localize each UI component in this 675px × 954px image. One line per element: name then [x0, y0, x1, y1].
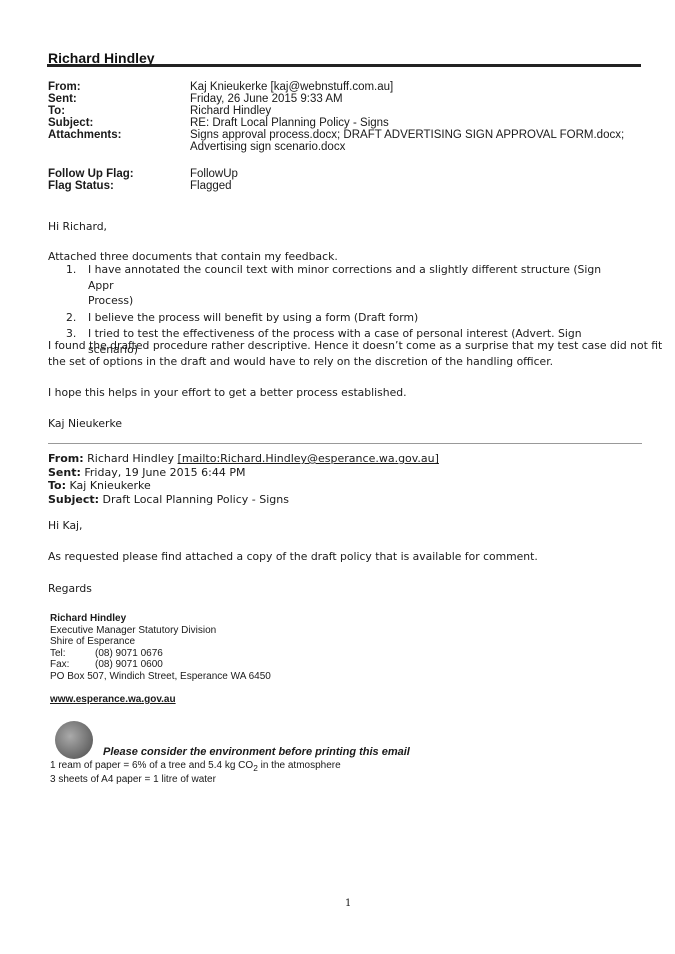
flag-status-label: Flag Status:	[48, 180, 114, 192]
paragraph-1: I found the drafted procedure rather des…	[48, 339, 663, 368]
email-header: From: Kaj Knieukerke [kaj@webnstuff.com.a…	[48, 81, 624, 153]
signature-block: Richard Hindley Executive Manager Statut…	[50, 613, 271, 682]
greeting: Hi Richard,	[48, 220, 107, 233]
from-label: From:	[48, 81, 81, 93]
forwarded-regards: Regards	[48, 582, 92, 595]
list-item: 2. I believe the process will benefit by…	[66, 310, 419, 324]
intro-line: Attached three documents that contain my…	[48, 250, 338, 263]
subject-value: RE: Draft Local Planning Policy - Signs	[190, 117, 389, 129]
header-rule	[47, 64, 641, 67]
page-number: 1	[345, 898, 352, 909]
website-link[interactable]: www.esperance.wa.gov.au	[50, 694, 176, 705]
signature-org: Shire of Esperance	[50, 636, 136, 647]
mailto-link[interactable]: [mailto:Richard.Hindley@esperance.wa.gov…	[177, 452, 439, 465]
flag-status-value: Flagged	[190, 180, 232, 192]
sent-label: Sent:	[48, 93, 77, 105]
forwarded-body: As requested please find attached a copy…	[48, 550, 538, 563]
from-value: Kaj Knieukerke [kaj@webnstuff.com.au]	[190, 81, 394, 93]
phone-number: (08) 9071 0676	[95, 647, 163, 659]
follow-up-label: Follow Up Flag:	[48, 168, 134, 180]
follow-up-value: FollowUp	[190, 168, 238, 180]
subject-label: Subject:	[48, 117, 94, 129]
mailbox-owner-name: Richard Hindley	[48, 50, 155, 66]
signature-title: Executive Manager Statutory Division	[50, 624, 217, 636]
to-label: To:	[48, 105, 66, 117]
attachments-label: Attachments:	[48, 129, 122, 141]
globe-icon	[55, 721, 93, 759]
sent-value: Friday, 26 June 2015 9:33 AM	[190, 93, 343, 105]
paragraph-2: I hope this helps in your effort to get …	[48, 386, 407, 399]
signoff: Kaj Nieukerke	[48, 417, 122, 430]
environment-facts: 1 ream of paper = 6% of a tree and 5.4 k…	[50, 760, 341, 785]
quote-separator	[48, 443, 642, 444]
signature-name: Richard Hindley	[50, 613, 127, 624]
list-item: 3. I tried to test the effectiveness of …	[66, 327, 582, 356]
postal-address: PO Box 507, Windich Street, Esperance WA…	[50, 670, 271, 682]
forwarded-header: From: Richard Hindley [mailto:Richard.Hi…	[48, 452, 439, 506]
attachments-value-1: Signs approval process.docx; DRAFT ADVER…	[190, 129, 625, 141]
list-item: 1. I have annotated the council text wit…	[66, 263, 602, 307]
environment-notice: Please consider the environment before p…	[103, 746, 410, 758]
attachments-value-2: Advertising sign scenario.docx	[190, 141, 346, 153]
flag-block: Follow Up Flag: FollowUp Flag Status: Flag…	[48, 168, 238, 192]
forwarded-greeting: Hi Kaj,	[48, 519, 83, 532]
fax-number: (08) 9071 0600	[95, 659, 163, 670]
feedback-list: 1. I have annotated the council text wit…	[66, 262, 626, 358]
to-value: Richard Hindley	[190, 105, 272, 117]
